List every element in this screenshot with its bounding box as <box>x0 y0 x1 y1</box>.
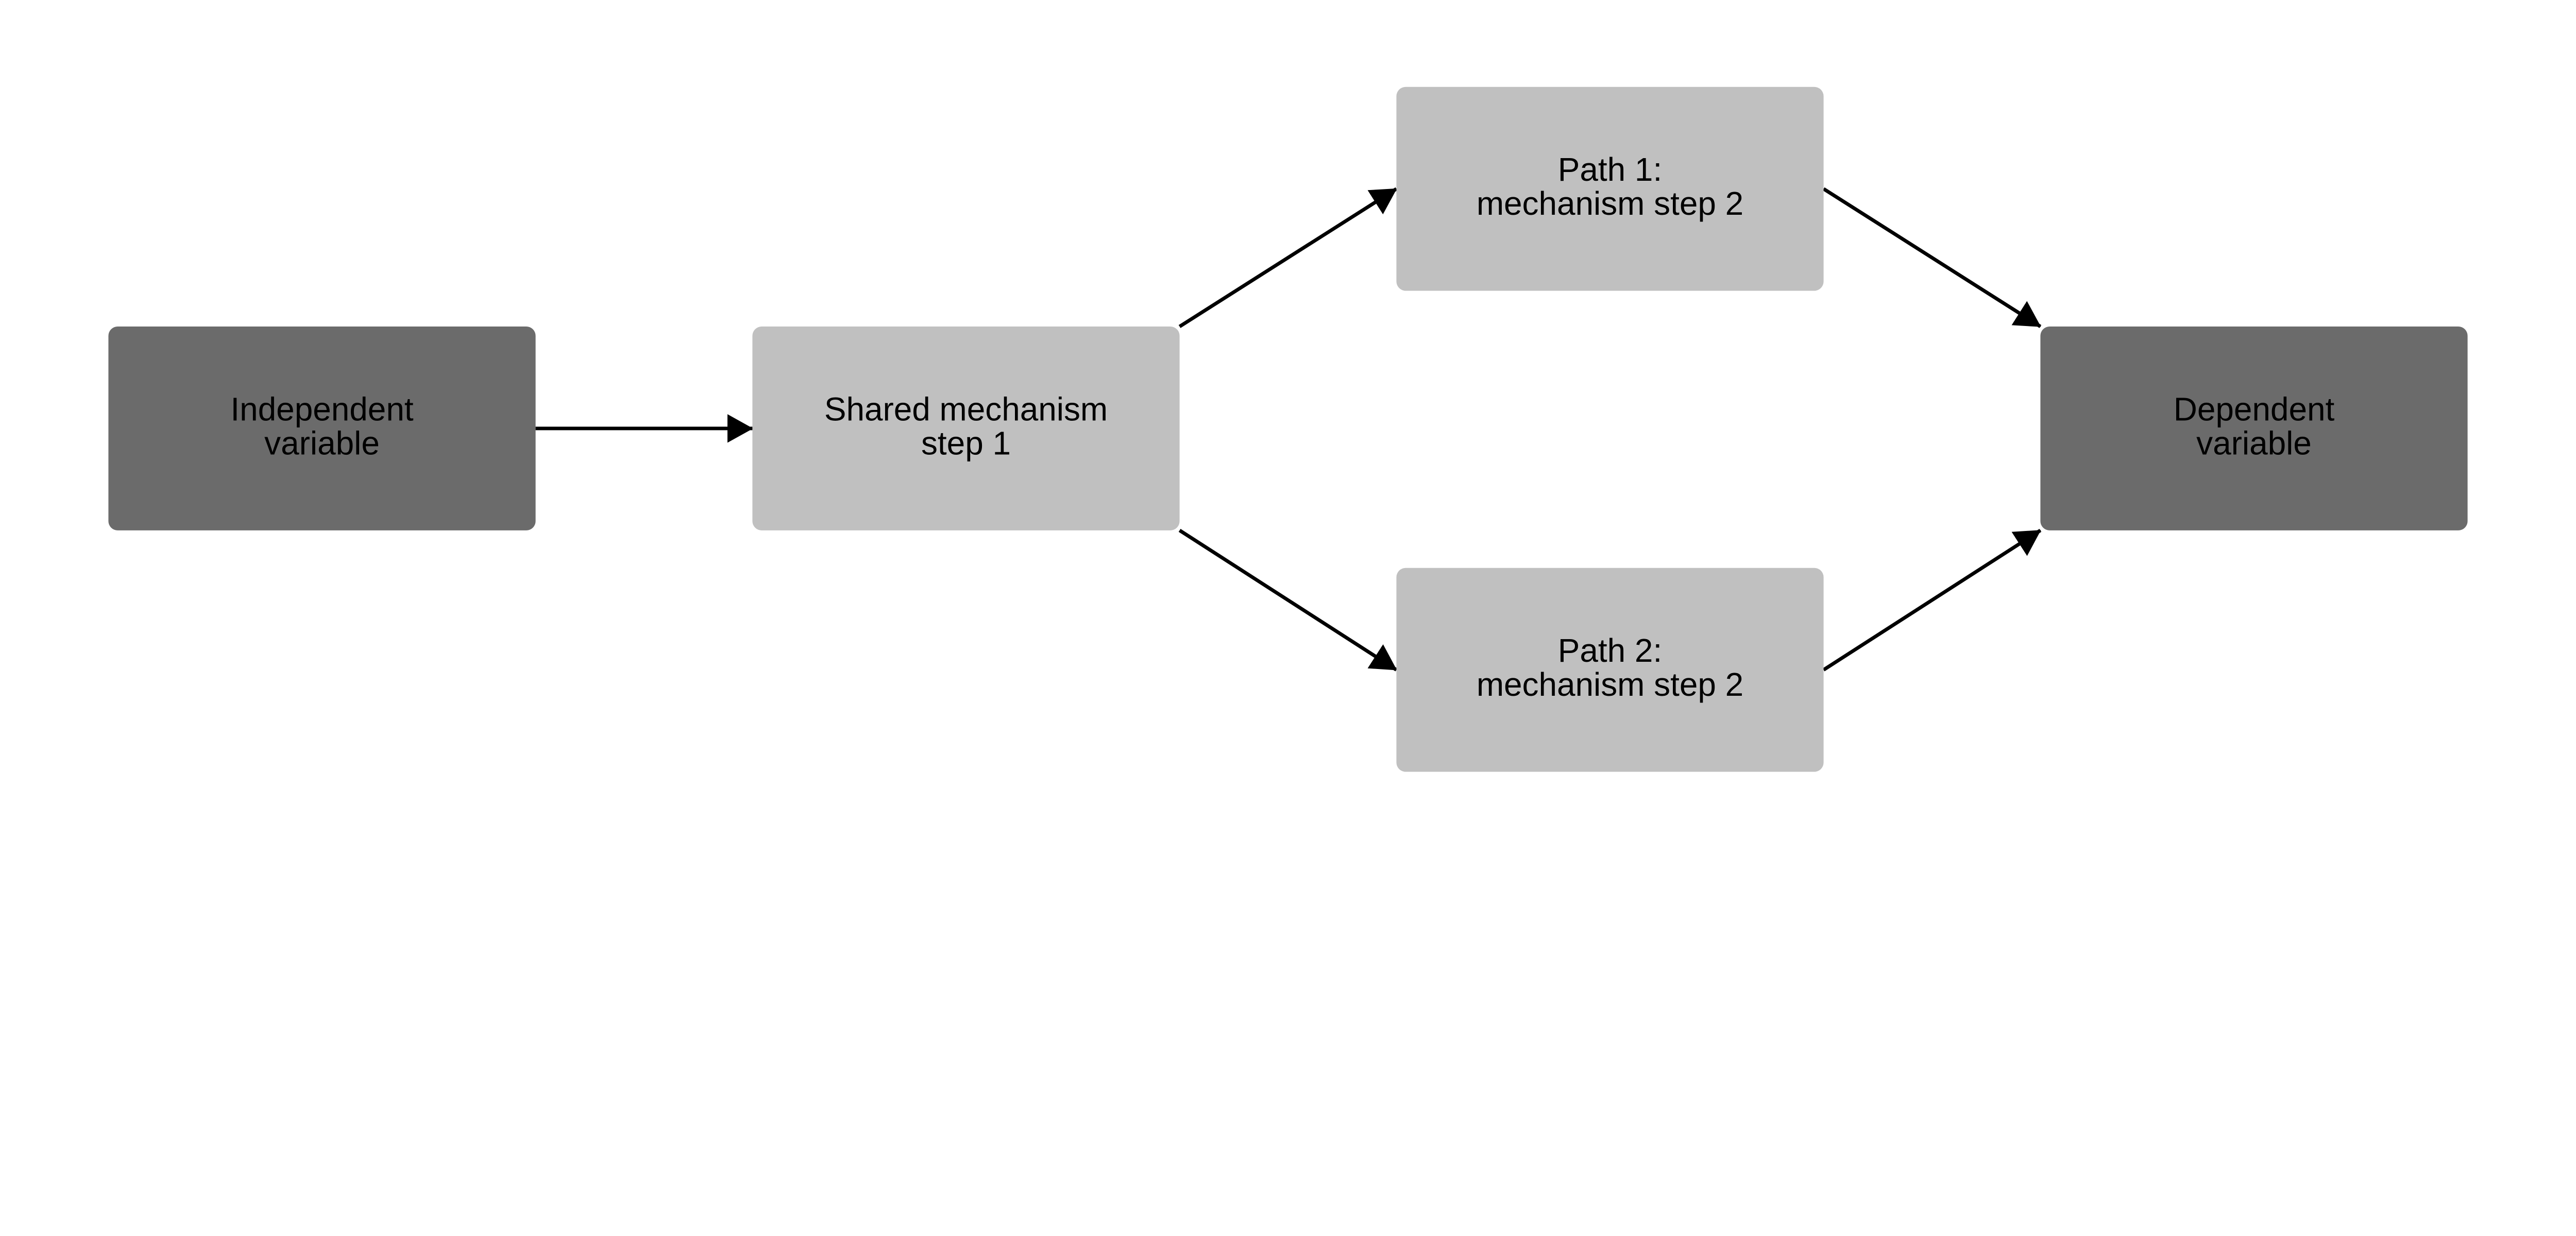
edge-path1-to-dependent <box>1822 187 2042 328</box>
edge-shared-to-path1 <box>1178 187 1398 328</box>
node-label-line: variable <box>264 424 380 461</box>
node-label-line: mechanism step 2 <box>1477 666 1743 703</box>
edge-shared-to-path2 <box>1178 528 1398 672</box>
node-label-line: Path 2: <box>1558 632 1662 669</box>
node-label-line: variable <box>2196 424 2312 461</box>
node-box <box>2040 327 2468 530</box>
node-path1: Path 1:mechanism step 2 <box>1396 87 1824 291</box>
node-label-line: mechanism step 2 <box>1477 185 1743 222</box>
node-box <box>1396 568 1824 772</box>
node-box <box>108 327 536 530</box>
node-label-line: Independent <box>230 390 413 427</box>
node-label-line: Path 1: <box>1558 151 1662 188</box>
node-label-line: Dependent <box>2174 390 2335 427</box>
edge-path2-to-dependent <box>1822 528 2042 672</box>
edges-group <box>535 187 2042 672</box>
node-box <box>1396 87 1824 291</box>
node-label-line: Shared mechanism <box>824 390 1108 427</box>
node-path2: Path 2:mechanism step 2 <box>1396 568 1824 772</box>
node-label-line: step 1 <box>921 424 1011 461</box>
node-box <box>752 327 1180 530</box>
